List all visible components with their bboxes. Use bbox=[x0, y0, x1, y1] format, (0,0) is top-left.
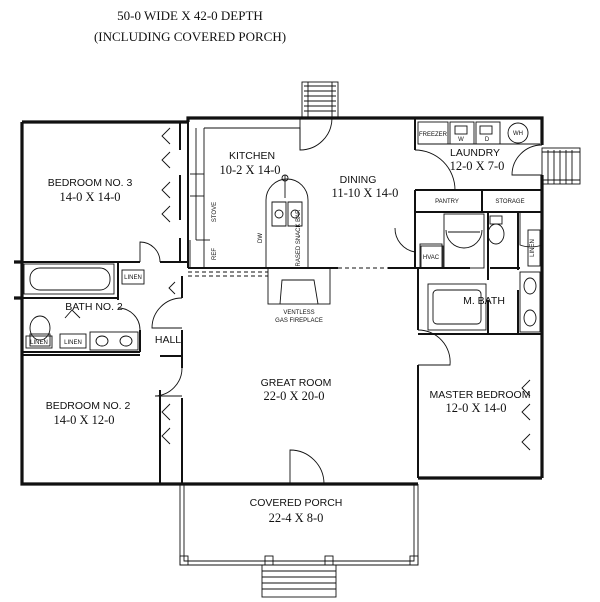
dryer-label: D bbox=[485, 137, 490, 143]
utility-boxes bbox=[25, 243, 443, 349]
kitchen-dim: 10-2 X 14-0 bbox=[219, 163, 280, 177]
snack-bar-label: RASED SNACK BAR bbox=[296, 209, 302, 267]
linen-closet-label-2: LINEN bbox=[30, 340, 48, 346]
covered-porch-structure bbox=[179, 484, 419, 598]
pantry-label: PANTRY bbox=[435, 199, 459, 205]
laundry-dim: 12-0 X 7-0 bbox=[450, 159, 505, 173]
great-room-label: GREAT ROOM bbox=[261, 377, 332, 389]
plan-size-subtitle: (INCLUDING COVERED PORCH) bbox=[94, 29, 286, 44]
master-bedroom-dim: 12-0 X 14-0 bbox=[445, 401, 506, 415]
rear-steps bbox=[301, 81, 339, 119]
laundry-appliances bbox=[417, 121, 540, 145]
linen-closet-label-3: LINEN bbox=[64, 340, 82, 346]
dishwasher-label: DW bbox=[258, 233, 264, 243]
bath2-fixtures bbox=[23, 263, 145, 351]
doors bbox=[117, 117, 543, 485]
hvac-label: HVAC bbox=[423, 255, 440, 261]
linen-closet-label-4: LINEN bbox=[530, 239, 536, 257]
master-bath-label: M. BATH bbox=[463, 295, 505, 307]
fireplace-label-2: GAS FIREPLACE bbox=[275, 318, 323, 324]
fireplace bbox=[267, 267, 331, 305]
storage-label: STORAGE bbox=[495, 199, 524, 205]
kitchen-island bbox=[265, 174, 309, 269]
porch-label: COVERED PORCH bbox=[250, 497, 343, 509]
fridge-label: REF bbox=[212, 248, 218, 260]
water-heater-label: WH bbox=[513, 131, 523, 137]
kitchen-label: KITCHEN bbox=[229, 150, 275, 162]
stove-label: STOVE bbox=[212, 202, 218, 222]
exterior-walls bbox=[14, 116, 544, 486]
bedroom2-label: BEDROOM NO. 2 bbox=[46, 400, 131, 412]
great-room-dim: 22-0 X 20-0 bbox=[263, 389, 324, 403]
washer-label: W bbox=[458, 137, 464, 143]
bedroom3-dim: 14-0 X 14-0 bbox=[59, 190, 120, 204]
bedroom2-dim: 14-0 X 12-0 bbox=[53, 413, 114, 427]
dining-label: DINING bbox=[340, 174, 377, 186]
master-bath-fixtures bbox=[420, 213, 541, 333]
porch-dim: 22-4 X 8-0 bbox=[269, 511, 324, 525]
bedroom3-label: BEDROOM NO. 3 bbox=[48, 177, 133, 189]
hall-label: HALL bbox=[155, 334, 181, 346]
fireplace-label-1: VENTLESS bbox=[283, 310, 314, 316]
laundry-label: LAUNDRY bbox=[450, 147, 500, 159]
closet-doors bbox=[161, 127, 531, 451]
freezer-label: FREEZER bbox=[419, 132, 448, 138]
dining-dim: 11-10 X 14-0 bbox=[332, 186, 399, 200]
plan-size-title: 50-0 WIDE X 42-0 DEPTH bbox=[117, 8, 263, 23]
interior-walls bbox=[22, 118, 542, 484]
side-steps bbox=[541, 147, 581, 185]
master-bedroom-label: MASTER BEDROOM bbox=[430, 389, 531, 401]
bath2-label: BATH NO. 2 bbox=[65, 301, 123, 313]
linen-closet-label-1: LINEN bbox=[124, 275, 142, 281]
